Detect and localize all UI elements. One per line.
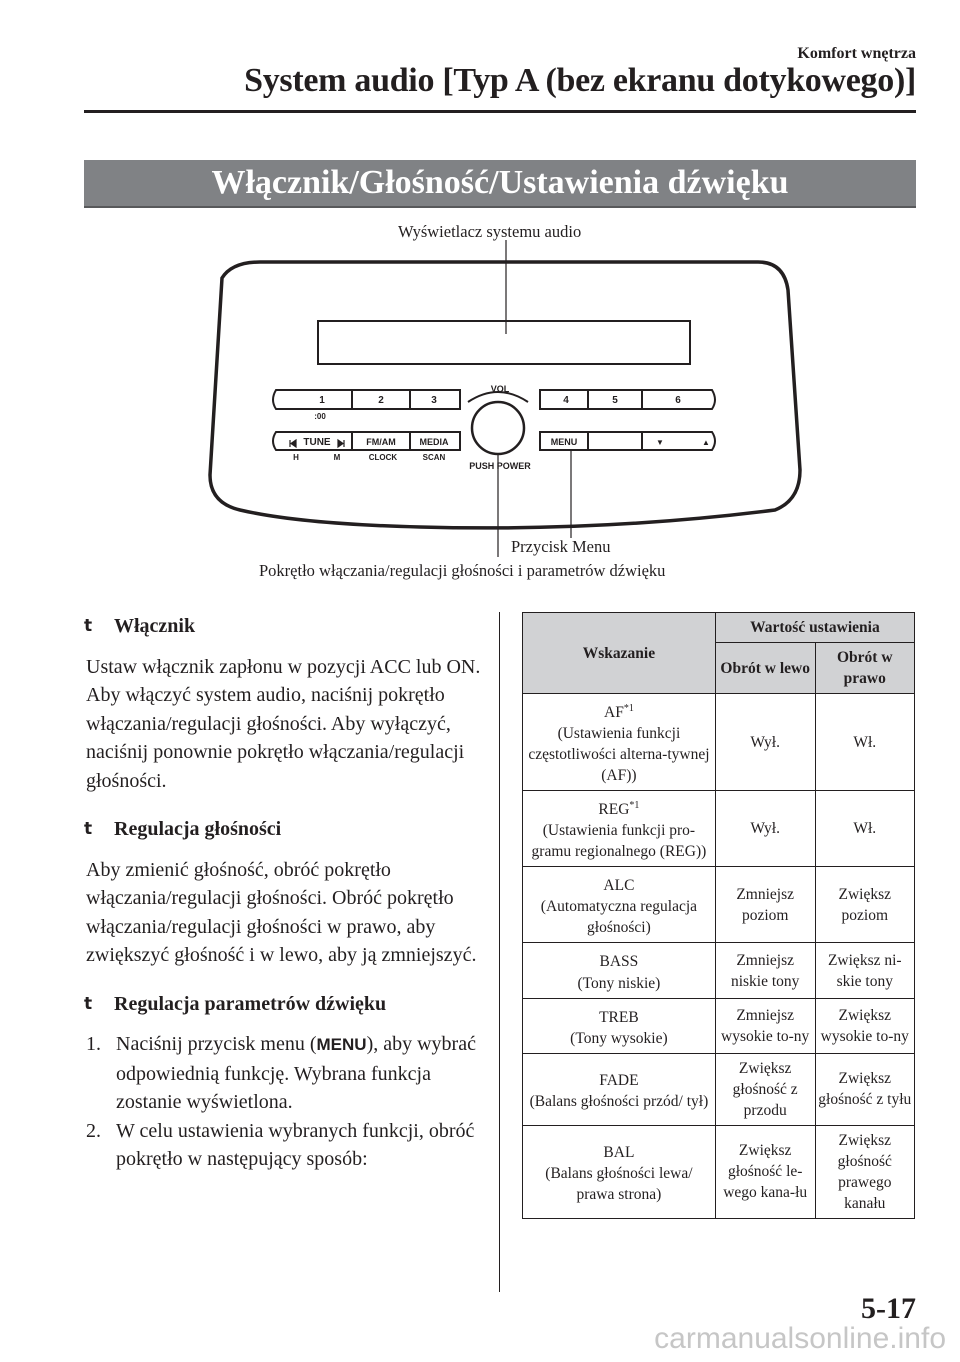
setting-left-value: Zmniejsz wysokie to-ny: [714, 997, 816, 1054]
volume-knob: [470, 400, 526, 456]
setting-left-value: Zmniejsz niskie tony: [714, 942, 816, 999]
fm-am-label: FM/AM: [366, 437, 396, 447]
setting-description: (Balans głośności lewa/ prawa strona): [545, 1165, 693, 1204]
section-bullet-icon: t: [84, 616, 93, 636]
setting-right-value: Wł.: [814, 790, 916, 868]
header-rule: [84, 110, 916, 113]
callout-display: Wyświetlacz systemu audio: [398, 222, 582, 241]
setting-right-value: Zwiększ głośność z tyłu: [814, 1052, 916, 1126]
tune-label: TUNE: [303, 437, 331, 448]
audio-unit-housing: [208, 260, 802, 530]
setting-left-value: Wył.: [714, 692, 816, 792]
audio-display: [317, 320, 691, 365]
page-number: 5-17: [861, 1292, 916, 1325]
instructions-column: t Włącznik Ustaw włącznik zapłonu w pozyc…: [84, 612, 484, 1194]
section-heading: Regulacja parametrów dźwięku: [114, 992, 387, 1015]
sub-clock-label: CLOCK: [369, 453, 398, 462]
list-item: 2. W celu ustawienia wybranych funkcji, …: [86, 1119, 475, 1171]
callout-menu-button: Przycisk Menu: [511, 537, 611, 556]
arrow-up-label: ▲: [702, 438, 710, 447]
setting-right-value: Zwiększ ni-skie tony: [814, 942, 916, 999]
preset-group-right: [539, 389, 716, 410]
preset-2-label: 2: [378, 395, 384, 406]
sub-m-label: M: [334, 453, 341, 462]
button-group-right: [539, 431, 716, 451]
steps-list: 1. Naciśnij przycisk menu (MENU), aby wy…: [84, 1030, 484, 1174]
table-row: AF*1 (Ustawienia funkcji częstotliwości a…: [522, 692, 916, 792]
page-title: System audio [Typ A (bez ekranu dotykowe…: [244, 62, 916, 99]
setting-name: TREB: [599, 1008, 639, 1026]
setting-name: AF: [604, 704, 624, 722]
column-divider: [499, 612, 500, 1292]
preset-6-label: 6: [675, 395, 681, 406]
table-header-right: Obrót w prawo: [814, 642, 916, 694]
setting-description: (Balans głośności przód/ tył): [529, 1093, 709, 1111]
setting-right-value: Wł.: [814, 692, 916, 792]
section-heading: Regulacja głośności: [114, 818, 282, 840]
table-header-value: Wartość ustawienia: [714, 612, 916, 643]
push-power-label: PUSH POWER: [469, 461, 531, 471]
audio-unit-figure: 1 :00 2 3 4 5 6 TUNE FM/AM MEDIA MENU ▼ …: [208, 240, 802, 557]
media-label: MEDIA: [420, 437, 450, 447]
preset-4-label: 4: [563, 395, 569, 406]
setting-name: REG: [598, 801, 630, 819]
section-volume: t Regulacja głośności Aby zmienić głośnoś…: [84, 815, 484, 970]
setting-name: BAL: [603, 1144, 635, 1162]
section-text: Aby zmienić głośność, obróć pokrętło włą…: [86, 858, 477, 967]
watermark: carmanualsonline.info: [654, 1322, 946, 1355]
arrow-down-label: ▼: [656, 438, 664, 447]
table-header-left: Obrót w lewo: [714, 642, 816, 694]
preset-5-label: 5: [612, 395, 618, 406]
footnote-mark: *1: [623, 703, 634, 714]
setting-left-value: Wył.: [714, 790, 816, 868]
topic-banner: Włącznik/Głośność/Ustawienia dźwięku: [84, 160, 916, 208]
table-header-indication: Wskazanie: [522, 612, 716, 694]
vol-label: VOL: [491, 384, 510, 394]
section-heading: Włącznik: [114, 615, 196, 637]
setting-left-value: Zwiększ głośność le-wego kana-łu: [714, 1124, 816, 1219]
setting-left-value: Zmniejsz poziom: [714, 866, 816, 944]
table-row: ALC (Automatyczna regulacja głośności) Zmn…: [522, 866, 916, 944]
section-bullet-icon: t: [84, 819, 93, 839]
preset-1-label: 1: [319, 395, 325, 406]
section-title: Komfort wnętrza: [797, 45, 916, 62]
preset-3-label: 3: [431, 395, 437, 406]
section-power: t Włącznik Ustaw włącznik zapłonu w pozyc…: [84, 612, 484, 795]
table-row: BAL (Balans głośności lewa/ prawa strona)…: [522, 1124, 916, 1219]
setting-name: ALC: [603, 877, 635, 895]
setting-right-value: Zwiększ głośność prawego kanału: [814, 1124, 916, 1219]
footnote-mark: *1: [629, 800, 640, 812]
callout-knob: Pokrętło włączania/regulacji głośności i…: [259, 561, 666, 580]
setting-description: (Tony niskie): [577, 974, 661, 992]
setting-description: (Tony wysokie): [570, 1029, 668, 1047]
setting-right-value: Zwiększ poziom: [814, 866, 916, 944]
setting-description: (Ustawienia funkcji częstotliwości alter…: [528, 725, 710, 785]
skip-back-icon: [289, 438, 297, 449]
table-row: REG*1 (Ustawienia funkcji pro-gramu regio…: [522, 790, 916, 868]
menu-key-label: MENU: [316, 1035, 367, 1054]
setting-description: (Ustawienia funkcji pro-gramu regionalne…: [531, 822, 707, 861]
sub-h-label: H: [293, 453, 299, 462]
setting-name: FADE: [599, 1072, 639, 1090]
setting-description: (Automatyczna regulacja głośności): [540, 898, 698, 937]
table-body: AF*1(Ustawienia funkcji częstotliwości a…: [522, 692, 916, 1219]
setting-name: BASS: [599, 953, 639, 971]
sub-scan-label: SCAN: [423, 453, 446, 462]
table-row: TREB (Tony wysokie) Zmniejsz wysokie to-ny…: [522, 997, 916, 1054]
section-text: Ustaw włącznik zapłonu w pozycji ACC lub…: [86, 655, 481, 792]
preset-group-left: [272, 389, 461, 410]
settings-table: Wskazanie Wartość ustawienia Obrót w lew…: [522, 612, 916, 1219]
list-item: 1. Naciśnij przycisk menu (MENU), aby wy…: [86, 1033, 476, 1113]
section-bullet-icon: t: [84, 993, 93, 1014]
setting-right-value: Zwiększ wysokie to-ny: [814, 997, 916, 1054]
table-row: FADE (Balans głośności przód/ tył) Zwiększ…: [522, 1052, 916, 1126]
section-sound: t Regulacja parametrów dźwięku 1. Naciśni…: [84, 990, 484, 1174]
preset-1-sub-label: :00: [314, 412, 326, 421]
setting-left-value: Zwiększ głośność z przodu: [714, 1052, 816, 1126]
menu-label: MENU: [551, 437, 578, 447]
skip-forward-icon: [337, 438, 345, 449]
button-group-left: [272, 431, 461, 451]
